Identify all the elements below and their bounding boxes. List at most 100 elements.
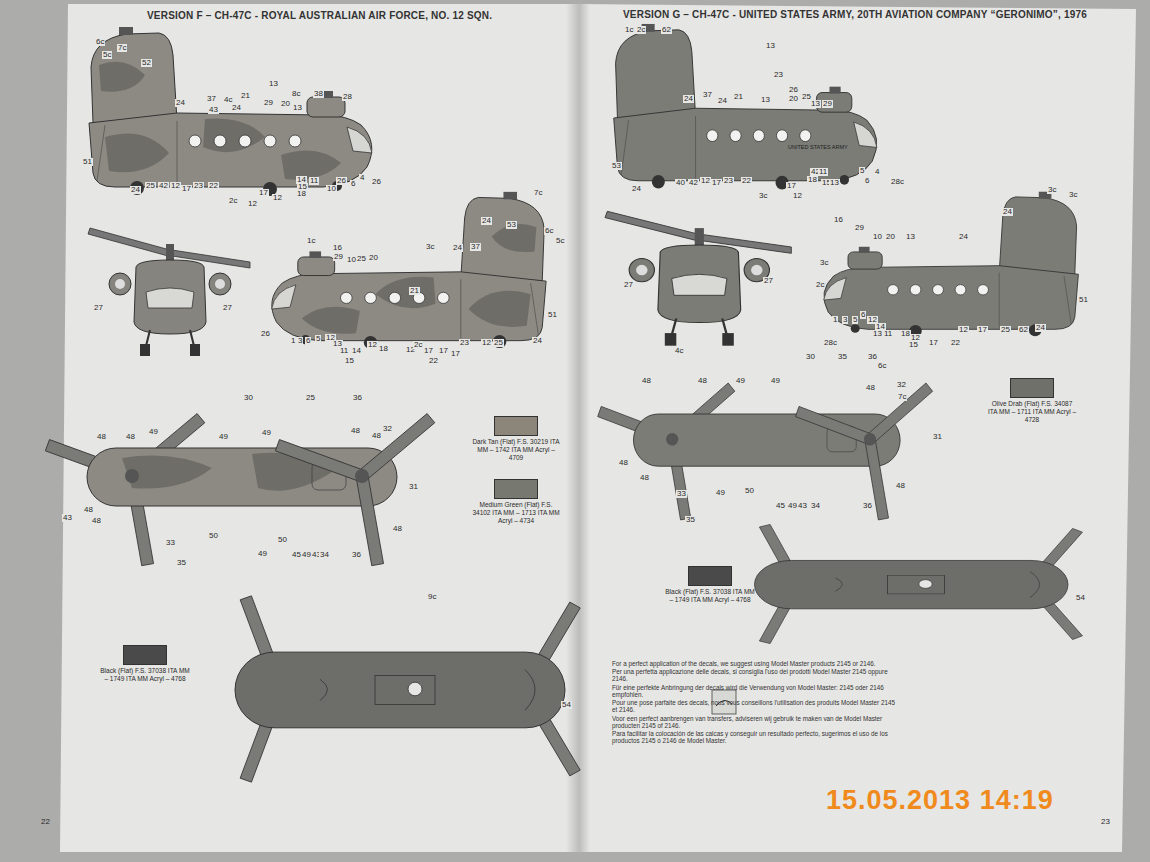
callout-number: 54 xyxy=(561,701,572,709)
callout-number: 48 xyxy=(83,506,94,514)
callout-number: 42 xyxy=(158,182,169,190)
callout-number: 3c xyxy=(1047,186,1057,194)
callout-number: 24 xyxy=(683,95,694,103)
callout-number: 34 xyxy=(319,551,330,559)
color-legend-text: Dark Tan (Flat) F.S. 30219 ITA MM – 1742… xyxy=(471,438,561,462)
decal-note: Für eine perfekte Anbringung der decals … xyxy=(612,684,897,698)
callout-number: 54 xyxy=(1075,594,1086,602)
callout-number: 13 xyxy=(765,42,776,50)
callout-number: 12 xyxy=(367,341,378,349)
callout-number: 12 xyxy=(170,182,181,190)
callout-number: 24 xyxy=(130,186,141,194)
callout-number: 36 xyxy=(351,551,362,559)
callout-number: 25 xyxy=(356,255,367,263)
callout-number: 29 xyxy=(333,253,344,261)
callout-number: 8c xyxy=(291,90,301,98)
callout-number: 43 xyxy=(797,502,808,510)
callout-number: 48 xyxy=(350,427,361,435)
callout-number: 48 xyxy=(371,432,382,440)
callout-number: 12 xyxy=(958,326,969,334)
callout-number: 49 xyxy=(261,429,272,437)
callout-number: 4c xyxy=(223,96,233,104)
callout-number: 12 xyxy=(481,339,492,347)
color-legend-text: Olive Drab (Flat) F.S. 34087 ITA MM – 17… xyxy=(987,400,1077,424)
decal-note: For a perfect application of the decals,… xyxy=(612,660,897,667)
callout-number: 30 xyxy=(805,353,816,361)
callout-number: 26 xyxy=(788,86,799,94)
callout-number: 48 xyxy=(618,459,629,467)
callout-number: 5c xyxy=(555,237,565,245)
callout-number: 28 xyxy=(342,93,353,101)
callout-number: 32 xyxy=(382,425,393,433)
callout-number: 24 xyxy=(532,337,543,345)
callout-number: 49 xyxy=(715,489,726,497)
callout-number: 51 xyxy=(547,311,558,319)
callout-number: 40 xyxy=(675,179,686,187)
callout-number: 13 xyxy=(760,96,771,104)
callout-number: 1c xyxy=(624,26,634,34)
callout-number: 48 xyxy=(392,525,403,533)
callout-number: 4 xyxy=(359,174,365,182)
callout-number: 42 xyxy=(688,179,699,187)
callout-number: 12 xyxy=(247,200,258,208)
decal-instructions: For a perfect application of the decals,… xyxy=(612,660,897,746)
callout-number: 28c xyxy=(823,339,838,347)
callout-number: 13 xyxy=(905,233,916,241)
callout-number: 6 xyxy=(305,337,311,345)
callout-number: 22 xyxy=(208,182,219,190)
callout-number: 49 xyxy=(257,550,268,558)
callout-number: 48 xyxy=(895,482,906,490)
callout-number: 3c xyxy=(425,243,435,251)
callout-number: 36 xyxy=(867,353,878,361)
decal-note: Per una perfetta applicazione delle deca… xyxy=(612,668,897,682)
callout-number: 32 xyxy=(896,381,907,389)
callout-number: 6 xyxy=(860,311,866,319)
callout-number: 35 xyxy=(685,516,696,524)
callout-number: 25 xyxy=(305,394,316,402)
right-page xyxy=(578,4,1136,852)
callout-number: 3 xyxy=(297,337,303,345)
callout-number: 2c xyxy=(815,281,825,289)
callout-number: 11 xyxy=(883,330,893,338)
callout-number: 43 xyxy=(62,514,73,522)
callout-number: 23 xyxy=(193,182,204,190)
callout-number: 36 xyxy=(862,502,873,510)
callout-number: 31 xyxy=(408,483,419,491)
callout-number: 49 xyxy=(770,377,781,385)
callout-number: 13 xyxy=(872,330,883,338)
callout-number: 7c xyxy=(117,44,127,52)
decal-note: Voor een perfect aanbrengen van transfer… xyxy=(612,715,897,729)
callout-number: 5 xyxy=(859,167,865,175)
callout-number: 23 xyxy=(723,177,734,185)
callout-number: 48 xyxy=(125,433,136,441)
callout-number: 4c xyxy=(674,347,684,355)
color-swatch xyxy=(1010,378,1054,398)
callout-number: 6c xyxy=(544,227,554,235)
callout-number: 12 xyxy=(700,177,711,185)
callout-number: 51 xyxy=(1078,296,1089,304)
callout-number: 26 xyxy=(336,177,347,185)
callout-number: 20 xyxy=(885,233,896,241)
callout-number: 50 xyxy=(277,536,288,544)
callout-number: 16 xyxy=(833,216,844,224)
fuselage-marking: UNITED STATES ARMY xyxy=(788,145,848,151)
decal-note: Para facilitar la colocación de las calc… xyxy=(612,730,897,744)
color-swatch xyxy=(494,479,538,499)
callout-number: 48 xyxy=(639,474,650,482)
callout-number: 37 xyxy=(702,91,713,99)
callout-number: 13 xyxy=(268,80,279,88)
callout-number: 6c xyxy=(95,38,105,46)
callout-number: 38 xyxy=(313,90,324,98)
callout-number: 12 xyxy=(272,194,283,202)
callout-number: 22 xyxy=(428,357,439,365)
callout-number: 48 xyxy=(697,377,708,385)
callout-number: 17 xyxy=(786,182,797,190)
color-legend-text: Black (Flat) F.S. 37038 ITA MM – 1749 IT… xyxy=(100,667,190,683)
callout-number: 24 xyxy=(1002,208,1013,216)
color-legend-text: Medium Green (Flat) F.S. 34102 ITA MM – … xyxy=(471,501,561,525)
callout-number: 17 xyxy=(438,347,449,355)
callout-number: 3c xyxy=(1068,191,1078,199)
callout-number: 3c xyxy=(758,192,768,200)
callout-number: 31 xyxy=(932,433,943,441)
